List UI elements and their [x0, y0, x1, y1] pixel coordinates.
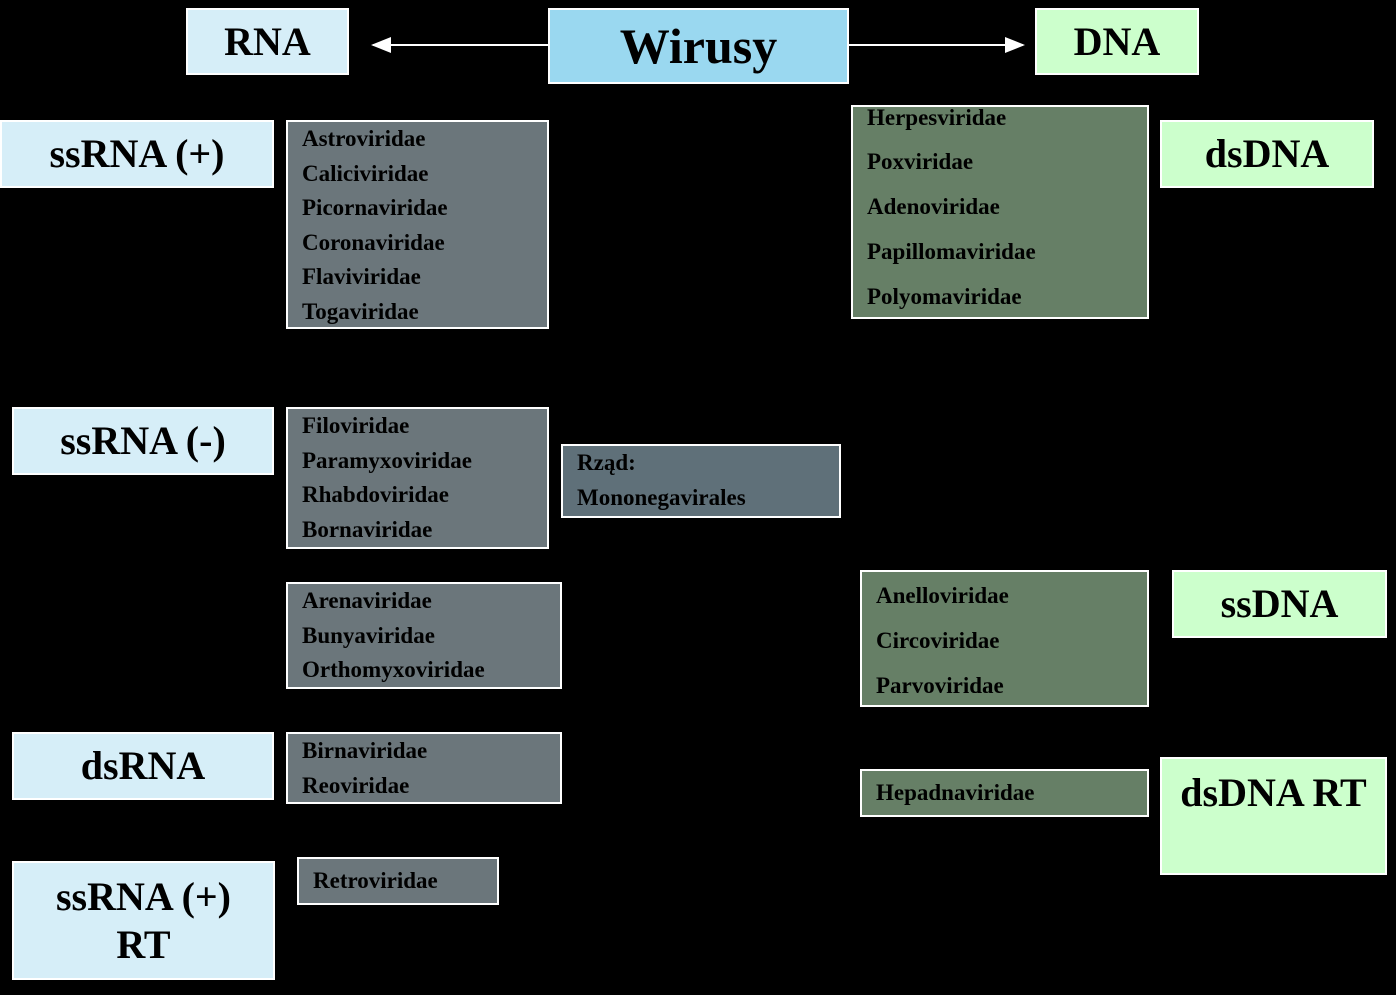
family-item: Adenoviridae: [867, 194, 1000, 219]
category-dsrna: dsRNA: [12, 732, 274, 800]
family-list-dsdna-rt: Hepadnaviridae: [860, 769, 1149, 817]
family-item: Hepadnaviridae: [876, 780, 1035, 805]
family-item: Filoviridae: [302, 413, 410, 438]
category-ssrna-plus: ssRNA (+): [0, 120, 274, 188]
category-dsdna: dsDNA: [1160, 120, 1374, 188]
family-item: Rhabdoviridae: [302, 482, 449, 507]
family-item: Polyomaviridae: [867, 284, 1022, 309]
family-item: Retroviridae: [313, 868, 438, 893]
family-item: Paramyxoviridae: [302, 447, 472, 473]
category-label-line: RT: [116, 921, 171, 967]
family-item: Togaviridae: [302, 298, 419, 324]
family-list-ssrna-minus-other: Arenaviridae Bunyaviridae Orthomyxovirid…: [286, 582, 562, 689]
category-ssrna-minus: ssRNA (-): [12, 407, 274, 475]
family-item: Birnaviridae: [302, 738, 428, 763]
category-ssrna-plus-rt: ssRNA (+) RT: [12, 861, 275, 980]
family-item: Astroviridae: [302, 126, 426, 151]
family-list-dsdna: Herpesviridae Poxviridae Adenoviridae Pa…: [851, 105, 1149, 319]
family-item: Parvoviridae: [876, 673, 1004, 698]
family-item: Coronaviridae: [302, 229, 445, 255]
family-list-ssrna-plus-rt: Retroviridae: [297, 857, 499, 905]
family-item: Bornaviridae: [302, 516, 433, 542]
family-item: Flaviviridae: [302, 264, 421, 289]
family-item: Picornaviridae: [302, 195, 448, 220]
category-label-line: ssRNA (+): [55, 873, 232, 919]
family-item: Caliciviridae: [302, 160, 429, 186]
family-list-dsrna: Birnaviridae Reoviridae: [286, 732, 562, 804]
root-node-wirusy: Wirusy: [548, 8, 849, 84]
category-dsdna-rt: dsDNA RT: [1160, 757, 1387, 875]
family-list-ssdna: Anelloviridae Circoviridae Parvoviridae: [860, 570, 1149, 707]
family-item: Reoviridae: [302, 772, 410, 798]
family-item: Orthomyxoviridae: [302, 657, 485, 682]
family-item: Bunyaviridae: [302, 622, 435, 648]
family-item: Anelloviridae: [876, 583, 1009, 608]
dna-header: DNA: [1035, 8, 1199, 75]
family-list-ssrna-plus: Astroviridae Caliciviridae Picornavirida…: [286, 120, 549, 329]
family-item: Papillomaviridae: [867, 239, 1036, 264]
family-item: Circoviridae: [876, 628, 1000, 653]
rna-header: RNA: [186, 8, 349, 75]
category-ssdna: ssDNA: [1172, 570, 1387, 638]
family-list-ssrna-minus-mononegavirales: Filoviridae Paramyxoviridae Rhabdovirida…: [286, 407, 549, 549]
order-label: Rząd:: [577, 450, 636, 475]
order-name: Mononegavirales: [577, 484, 746, 510]
family-item: Arenaviridae: [302, 588, 432, 613]
family-item: Poxviridae: [867, 149, 974, 174]
order-box-mononegavirales: Rząd: Mononegavirales: [561, 444, 841, 518]
family-item: Herpesviridae: [867, 105, 1007, 130]
